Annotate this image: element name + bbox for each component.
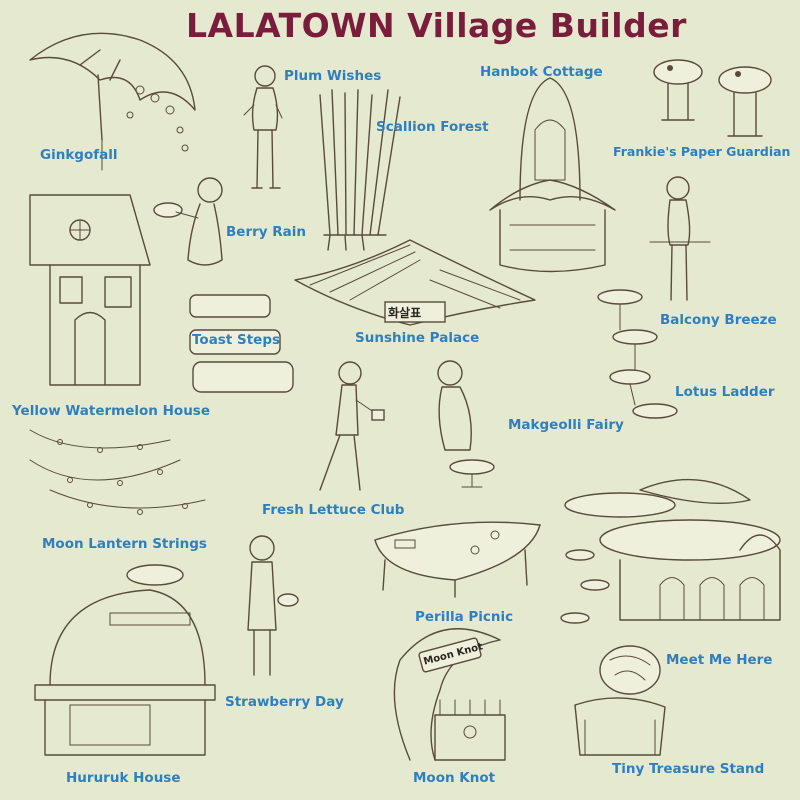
character-fresh-lettuce-club[interactable]: Fresh Lettuce Club — [260, 355, 430, 520]
label-strawberry-day: Strawberry Day — [225, 694, 344, 710]
palace-sign-text: 화살표 — [388, 306, 422, 320]
building-yellow-watermelon-house[interactable]: Yellow Watermelon House — [10, 185, 250, 420]
label-toast-steps: Toast Steps — [192, 332, 281, 348]
noodle-house-icon — [34, 564, 216, 756]
picnic-table-icon — [374, 521, 541, 598]
character-berry-rain[interactable]: Berry Rain — [150, 170, 325, 290]
label-tiny-treasure-stand: Tiny Treasure Stand — [612, 761, 765, 777]
label-makgeolli-fairy: Makgeolli Fairy — [508, 417, 624, 433]
label-frankies-paper-guardian: Frankie's Paper Guardian — [613, 144, 791, 159]
lotus-leaf-icon — [597, 289, 678, 419]
character-makgeolli-fairy[interactable]: Makgeolli Fairy — [430, 355, 650, 495]
building-hururuk-house[interactable]: Hururuk House — [30, 555, 220, 790]
character-strawberry-day[interactable]: Strawberry Day — [220, 530, 370, 715]
palace-roof-icon — [294, 239, 536, 326]
label-hururuk-house: Hururuk House — [66, 770, 181, 786]
label-plum-wishes: Plum Wishes — [284, 68, 382, 84]
tea-house-icon — [560, 478, 781, 624]
character-plum-wishes[interactable]: Plum Wishes — [230, 60, 400, 195]
building-sunshine-palace[interactable]: 화살표 Sunshine Palace — [290, 230, 540, 350]
ginkgo-tree-icon — [29, 32, 196, 171]
label-meet-me-here: Meet Me Here — [666, 652, 773, 668]
label-ginkgofall: Ginkgofall — [40, 147, 118, 163]
label-balcony-breeze: Balcony Breeze — [660, 312, 777, 328]
building-lotus-ladder[interactable]: Lotus Ladder — [595, 285, 795, 435]
label-perilla-picnic: Perilla Picnic — [415, 609, 514, 625]
berry-girl-icon — [153, 177, 223, 266]
cat-pedestal-icon — [653, 59, 772, 137]
lantern-string-icon — [29, 429, 206, 515]
page-title: LALATOWN Village Builder — [186, 6, 687, 45]
walking-girl-icon — [319, 361, 385, 491]
building-ginkgofall[interactable]: Ginkgofall — [20, 20, 200, 171]
label-moon-knot: Moon Knot — [413, 770, 496, 786]
building-toast-steps[interactable]: Toast Steps — [185, 290, 305, 405]
building-scallion-forest[interactable]: Scallion Forest — [300, 85, 510, 255]
character-frankies-paper-guardian[interactable]: Frankie's Paper Guardian — [610, 50, 800, 165]
building-moon-knot[interactable]: Moon Knot Moon Knot — [380, 620, 520, 790]
moon-stand-icon — [393, 628, 506, 761]
cottage-icon — [489, 77, 616, 273]
scallion-icon — [319, 89, 401, 251]
girl-standing-icon — [649, 176, 711, 301]
house-icon — [29, 194, 151, 386]
label-moon-lantern-strings: Moon Lantern Strings — [42, 536, 207, 552]
label-sunshine-palace: Sunshine Palace — [355, 330, 480, 346]
building-hanbok-cottage[interactable]: Hanbok Cottage — [470, 60, 630, 285]
toast-icon — [189, 294, 294, 393]
girl-figure-icon — [243, 65, 283, 189]
building-tiny-treasure-stand[interactable]: Tiny Treasure Stand — [560, 635, 800, 785]
building-meet-me-here[interactable]: Meet Me Here — [560, 470, 795, 670]
strawberry-girl-icon — [247, 535, 299, 676]
fairy-figure-icon — [437, 360, 495, 488]
decor-moon-lantern-strings[interactable]: Moon Lantern Strings — [29, 420, 235, 560]
character-balcony-breeze[interactable]: Balcony Breeze — [649, 170, 800, 335]
treasure-stand-icon — [574, 645, 666, 756]
building-perilla-picnic[interactable]: Perilla Picnic — [365, 505, 545, 630]
label-fresh-lettuce-club: Fresh Lettuce Club — [262, 502, 405, 518]
label-berry-rain: Berry Rain — [226, 224, 307, 240]
label-lotus-ladder: Lotus Ladder — [675, 384, 775, 400]
label-scallion-forest: Scallion Forest — [376, 119, 489, 135]
label-yellow-watermelon-house: Yellow Watermelon House — [12, 403, 210, 419]
label-hanbok-cottage: Hanbok Cottage — [480, 64, 603, 80]
